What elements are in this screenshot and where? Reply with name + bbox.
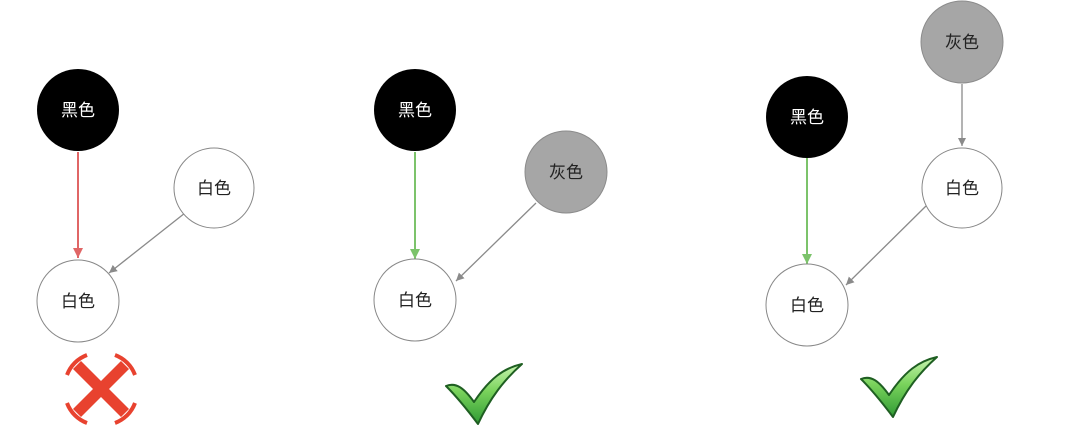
- node-black: 黑色: [766, 76, 848, 158]
- checkmark-icon: [860, 356, 938, 418]
- cross-icon: [65, 353, 137, 425]
- node-gray: 灰色: [524, 130, 608, 214]
- edge-gray-to-white: [455, 202, 537, 282]
- node-white: 白色: [373, 258, 457, 342]
- checkmark-icon: [445, 363, 523, 425]
- node-white: 白色: [36, 259, 120, 343]
- edge-white-to-white: [108, 212, 186, 274]
- node-gray: 灰色: [920, 0, 1004, 84]
- node-label: 黑色: [61, 101, 95, 121]
- diagram-2: 黑色 灰色 白色: [373, 69, 608, 425]
- node-label: 白色: [398, 291, 432, 311]
- node-white: 白色: [173, 147, 255, 229]
- node-black: 黑色: [37, 69, 119, 151]
- node-black: 黑色: [374, 69, 456, 151]
- node-label: 灰色: [549, 163, 583, 183]
- node-label: 黑色: [790, 108, 824, 128]
- node-label: 白色: [790, 296, 824, 316]
- node-label: 白色: [945, 179, 979, 199]
- edge-white-to-white: [845, 205, 927, 286]
- node-white: 白色: [921, 147, 1003, 229]
- node-white: 白色: [765, 263, 849, 347]
- node-label: 黑色: [398, 101, 432, 121]
- diagram-3: 灰色 黑色 白色 白色: [765, 0, 1004, 418]
- node-label: 白色: [197, 179, 231, 199]
- node-label: 白色: [61, 292, 95, 312]
- diagram-1: 黑色 白色 白色: [36, 69, 255, 425]
- node-label: 灰色: [945, 33, 979, 53]
